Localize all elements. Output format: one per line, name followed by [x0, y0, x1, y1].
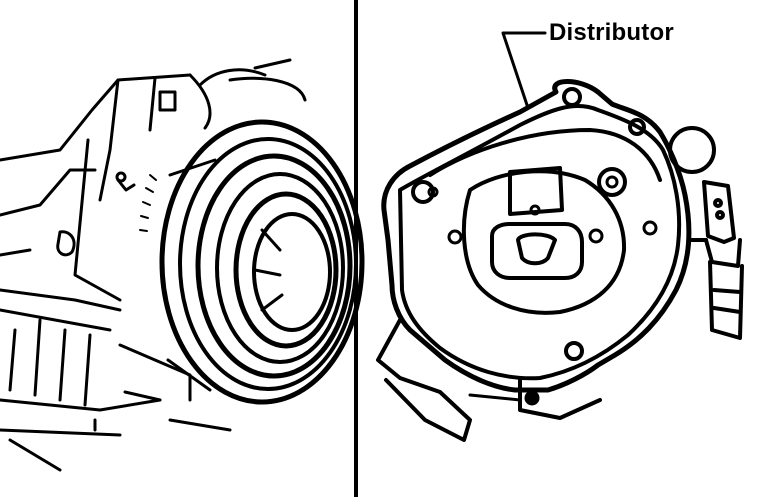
timing-pointer — [115, 90, 177, 192]
timing-scale-marks — [139, 174, 157, 232]
vacuum-cap — [668, 126, 716, 174]
crankshaft-pulley — [159, 119, 365, 405]
distributor-callout-label: Distributor — [549, 19, 674, 46]
distributor-connector — [688, 180, 744, 340]
engine-block-outline — [0, 58, 307, 472]
left-panel-engine-front — [0, 58, 365, 472]
right-panel-distributor — [376, 31, 744, 442]
callout-leader-line — [501, 31, 547, 110]
distributor-housing — [376, 79, 692, 442]
